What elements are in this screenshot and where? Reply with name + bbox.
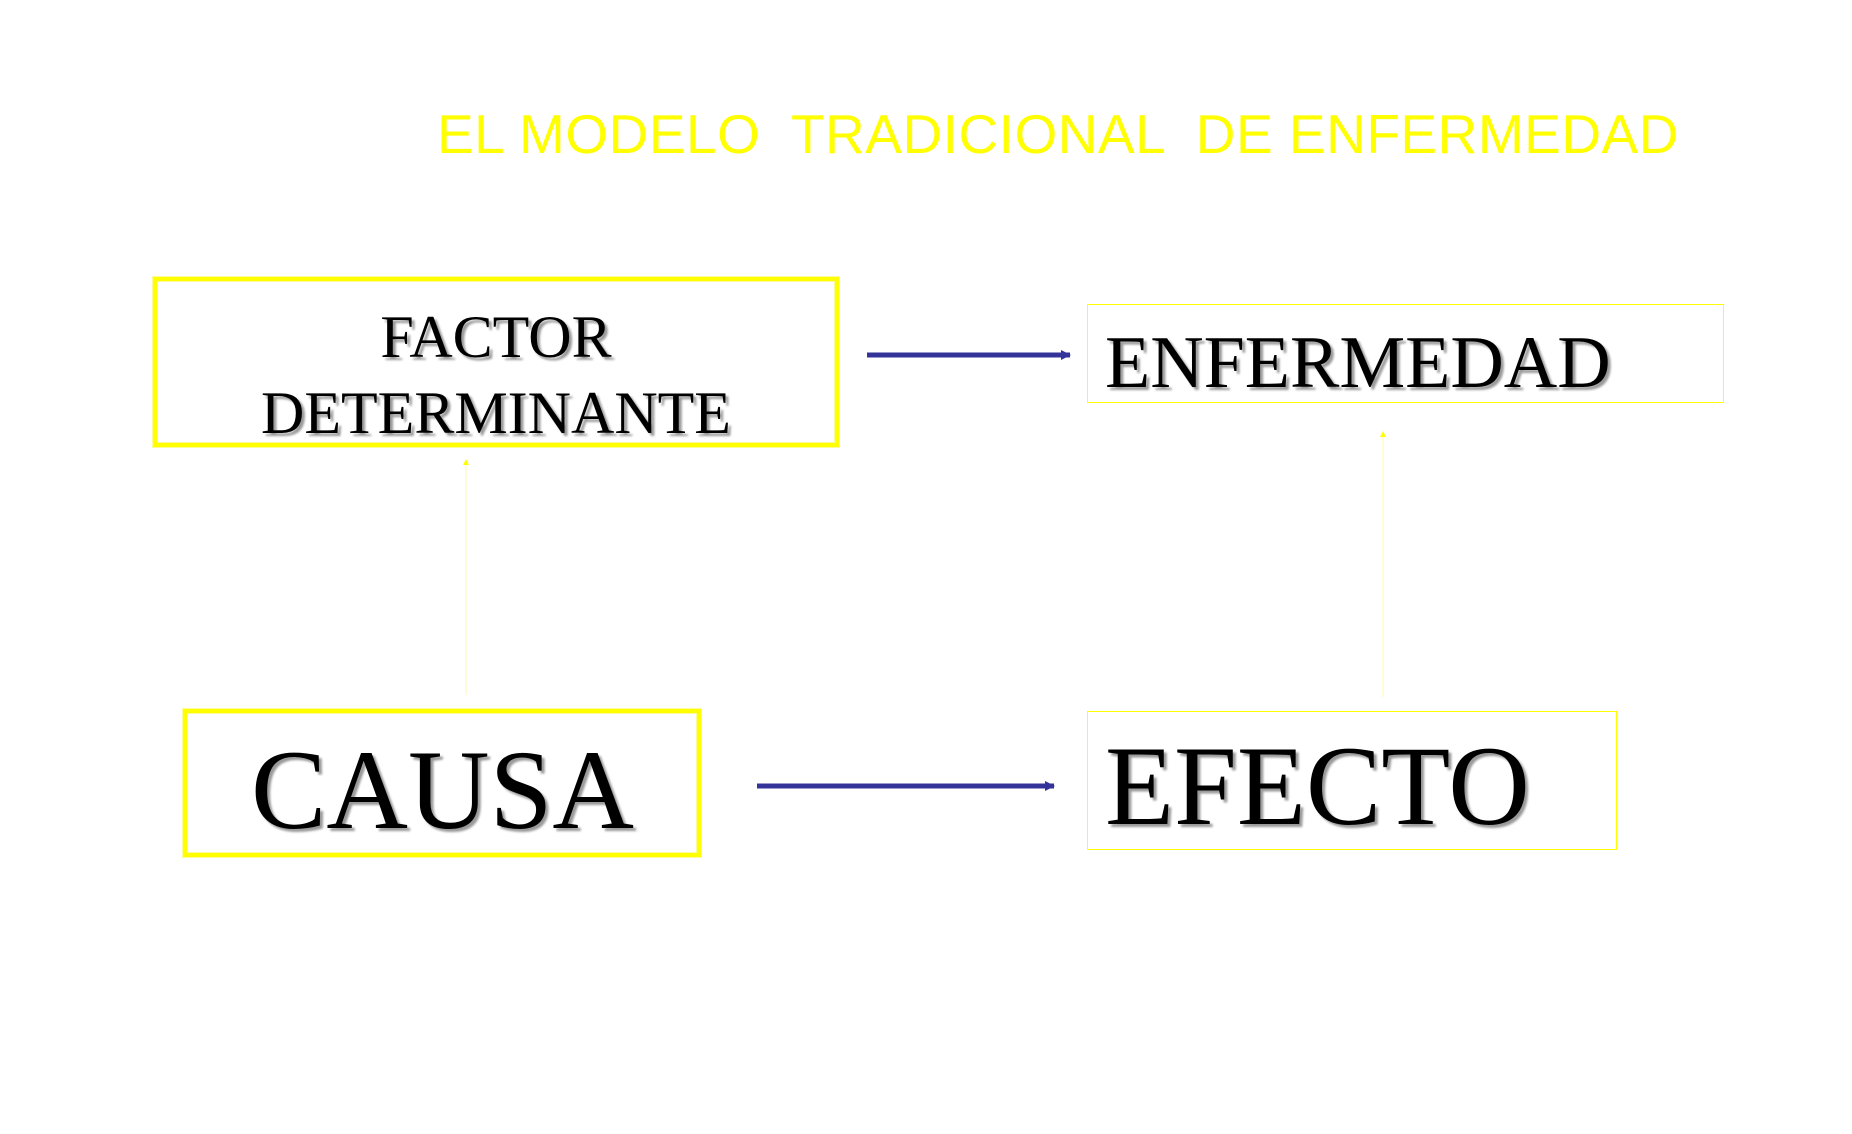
efecto-label: EFECTO <box>1105 724 1530 849</box>
causa-label: CAUSA <box>251 728 635 853</box>
diagram-title: EL MODELO TRADICIONAL DE ENFERMEDAD <box>437 103 1679 165</box>
causa-box: CAUSA <box>183 709 701 857</box>
enfermedad-box: ENFERMEDAD <box>1087 304 1724 403</box>
factor-determinante-label: FACTOR DETERMINANTE <box>261 304 731 446</box>
efecto-box: EFECTO <box>1087 711 1617 850</box>
enfermedad-label: ENFERMEDAD <box>1105 322 1611 404</box>
factor-determinante-box: FACTOR DETERMINANTE <box>153 277 839 447</box>
